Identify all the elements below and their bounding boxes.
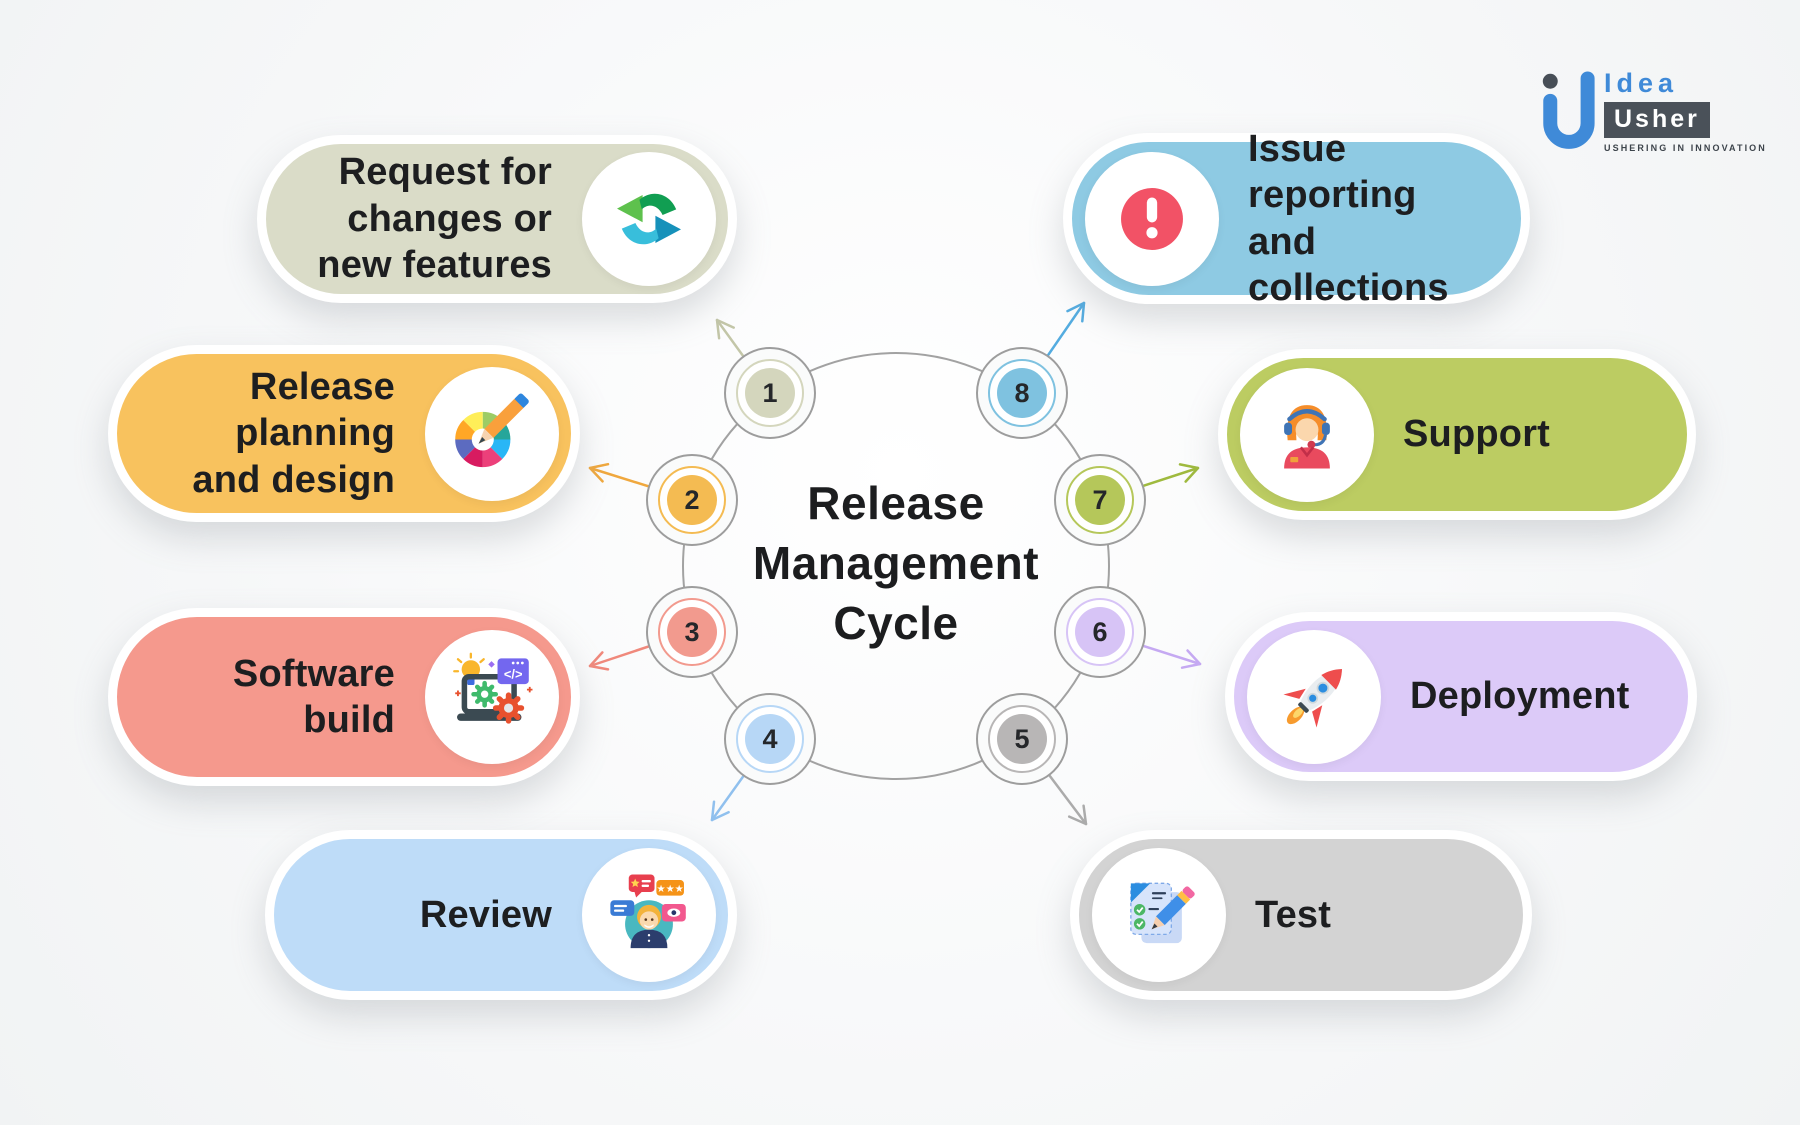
- step-label: Deployment: [1410, 675, 1630, 718]
- step-pill-request-changes: Request for changes or new features: [257, 135, 737, 303]
- step-label: Test: [1255, 893, 1332, 936]
- step-number: 7: [1075, 475, 1125, 525]
- step-number: 3: [667, 607, 717, 657]
- step-badge-1: 1: [724, 347, 816, 439]
- badge-ring: 5: [988, 705, 1056, 773]
- page-title: Release Management Cycle: [752, 477, 1040, 649]
- step-label: Release planning and design: [192, 365, 395, 501]
- step-badge-2: 2: [646, 454, 738, 546]
- badge-ring: 4: [736, 705, 804, 773]
- step-label: Support: [1403, 413, 1551, 456]
- step-badge-7: 7: [1054, 454, 1146, 546]
- badge-ring: 1: [736, 359, 804, 427]
- step-badge-6: 6: [1054, 586, 1146, 678]
- step-badge-4: 4: [724, 693, 816, 785]
- badge-ring: 7: [1066, 466, 1134, 534]
- step-pill-test: Test: [1070, 830, 1532, 1000]
- step-label: Request for changes or new features: [317, 151, 552, 287]
- support-agent-icon: [1240, 367, 1374, 502]
- step-number: 8: [997, 368, 1047, 418]
- step-pill-review: Review ★★★: [265, 830, 737, 1000]
- logo-usher-text: Usher: [1604, 102, 1710, 138]
- rocket-icon: [1247, 629, 1381, 764]
- step-badge-8: 8: [976, 347, 1068, 439]
- step-number: 1: [745, 368, 795, 418]
- step-pill-deployment: Deployment: [1225, 612, 1697, 781]
- svg-text:</>: </>: [504, 667, 523, 682]
- badge-ring: 6: [1066, 598, 1134, 666]
- svg-text:★★★: ★★★: [657, 884, 684, 895]
- cycle-ring: [682, 352, 1110, 780]
- badge-ring: 2: [658, 466, 726, 534]
- issue-alert-icon: [1085, 151, 1219, 286]
- step-number: 2: [667, 475, 717, 525]
- step-label: Software build: [232, 652, 395, 741]
- step-label: Issue reporting and collections: [1248, 127, 1449, 309]
- step-pill-release-planning: Release planning and design: [108, 345, 580, 522]
- logo-tagline-text: USHERING IN INNOVATION: [1604, 143, 1767, 153]
- software-build-icon: </>: [425, 630, 559, 764]
- step-badge-3: 3: [646, 586, 738, 678]
- idea-usher-logo: Idea Usher USHERING IN INNOVATION: [1540, 70, 1767, 156]
- step-number: 5: [997, 714, 1047, 764]
- test-checklist-icon: [1092, 848, 1226, 982]
- logo-idea-text: Idea: [1604, 68, 1679, 98]
- step-number: 4: [745, 714, 795, 764]
- step-pill-issue-reporting: Issue reporting and collections: [1063, 128, 1530, 309]
- step-number: 6: [1075, 607, 1125, 657]
- review-feedback-icon: ★★★: [582, 848, 716, 982]
- step-badge-5: 5: [976, 693, 1068, 785]
- sync-arrows-icon: [582, 152, 716, 286]
- badge-ring: 8: [988, 359, 1056, 427]
- step-pill-software-build: Software build: [108, 608, 580, 786]
- step-label: Review: [419, 893, 552, 936]
- idea-usher-logomark: [1542, 71, 1595, 149]
- step-pill-support: Support: [1218, 349, 1696, 520]
- design-palette-icon: [425, 366, 559, 501]
- badge-ring: 3: [658, 598, 726, 666]
